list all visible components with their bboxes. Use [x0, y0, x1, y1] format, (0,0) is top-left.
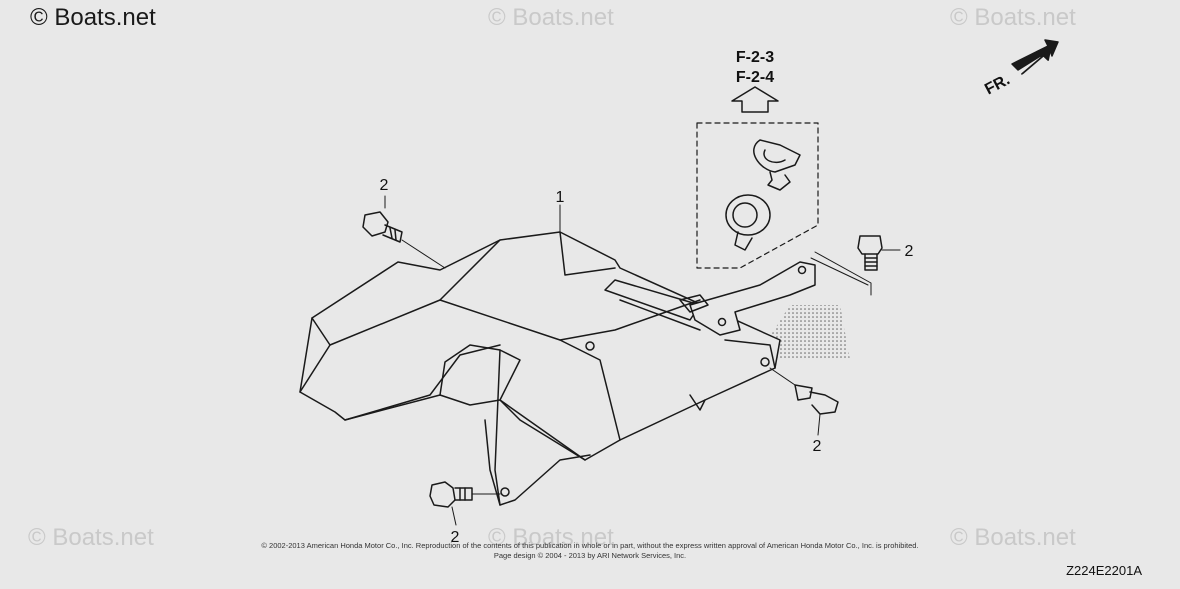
callout-2[interactable]: 2 [380, 177, 389, 194]
copyright-line-1: © 2002-2013 American Honda Motor Co., In… [261, 541, 919, 550]
callout-2[interactable]: 2 [813, 438, 822, 455]
bolt-lower-left[interactable] [429, 481, 501, 526]
hose-clip-lower[interactable] [725, 194, 771, 251]
reference-code[interactable]: F-2-3 [736, 49, 774, 66]
front-direction-label: FR. [982, 71, 1013, 98]
boats-net-watermark-faded: © Boats.net [488, 4, 614, 31]
boats-net-watermark-faded: © Boats.net [28, 524, 154, 551]
cover-part-1[interactable] [299, 231, 816, 506]
boats-net-watermark: © Boats.net [30, 4, 156, 31]
hose-clip-upper[interactable] [753, 139, 801, 191]
reference-code[interactable]: F-2-4 [736, 69, 774, 86]
boats-net-watermark-faded: © Boats.net [950, 524, 1076, 551]
boats-net-watermark-faded: © Boats.net [950, 4, 1076, 31]
figure-code: Z224E2201A [1066, 563, 1142, 578]
bolt-lower-right[interactable] [769, 367, 839, 436]
clip-group-box [696, 122, 819, 269]
copyright-line-2: Page design © 2004 - 2013 by ARI Network… [493, 551, 687, 560]
callout-1[interactable]: 1 [556, 189, 565, 206]
callout-2[interactable]: 2 [451, 529, 460, 546]
bolt-upper-left[interactable] [362, 195, 446, 269]
bolt-right[interactable] [810, 235, 901, 296]
up-arrow-icon [731, 86, 779, 113]
front-direction-arrow-icon [1011, 39, 1059, 75]
callout-2[interactable]: 2 [905, 243, 914, 260]
boats-net-watermark-faded: © Boats.net [488, 524, 614, 551]
